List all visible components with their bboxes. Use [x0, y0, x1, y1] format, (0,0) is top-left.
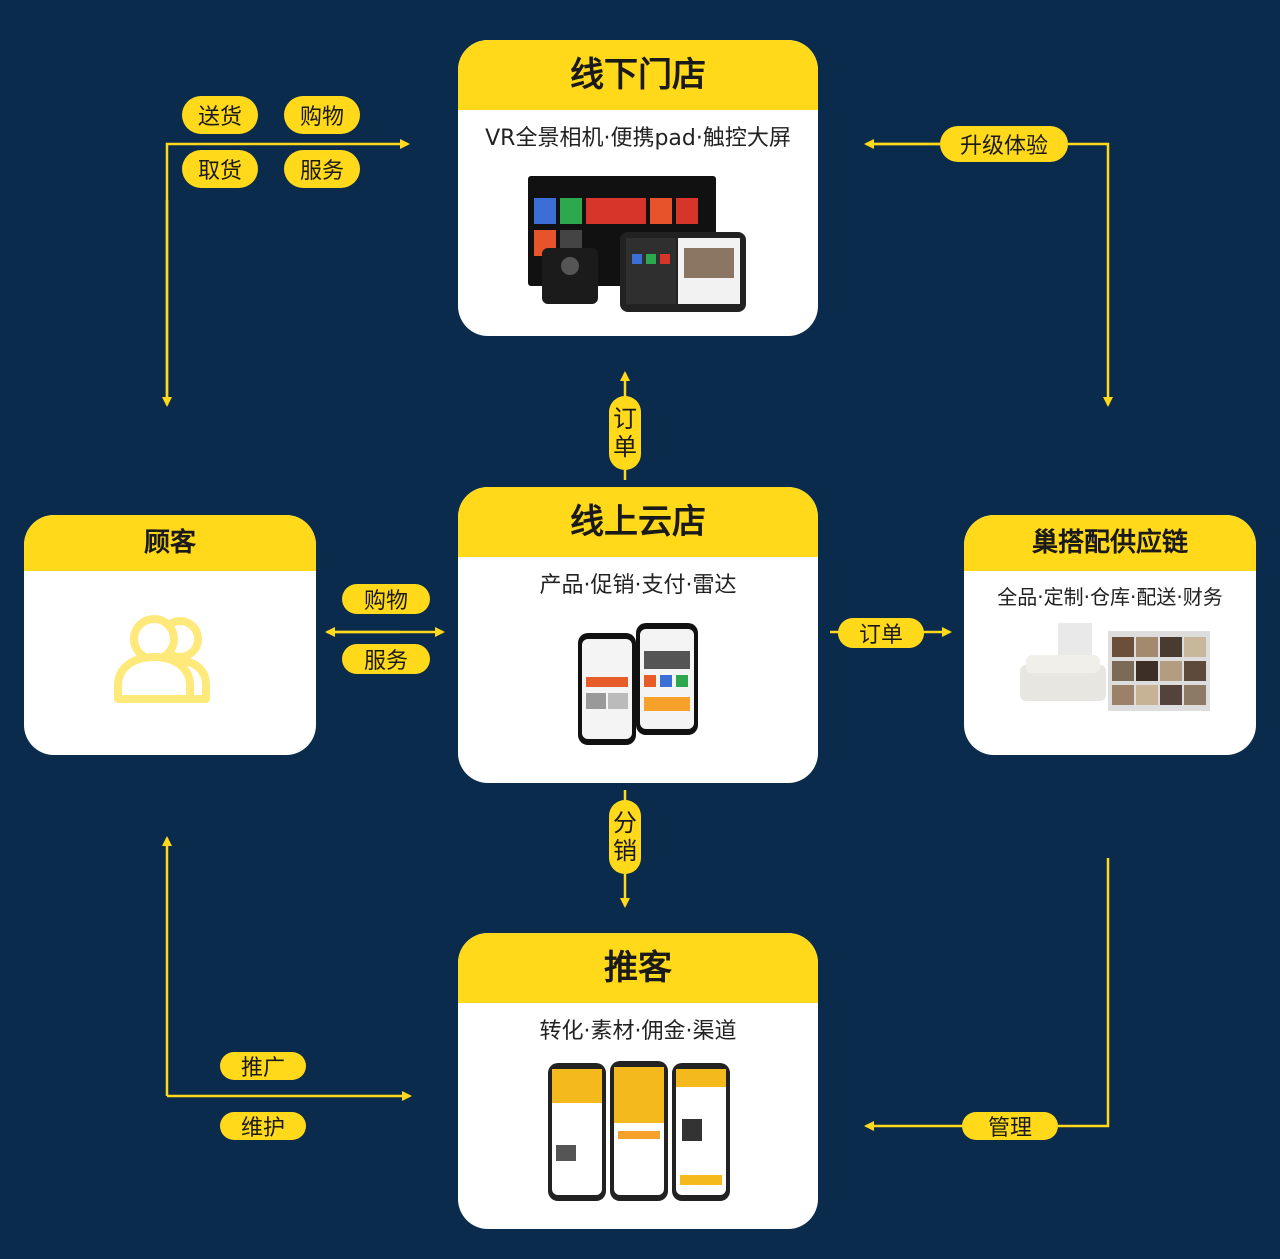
cloud-card: 线上云店 产品·促销·支付·雷达: [458, 487, 818, 783]
label-distribute-vertical: 分 销: [609, 800, 641, 874]
cloud-title: 线上云店: [458, 487, 818, 557]
label-order-v2: 单: [613, 433, 637, 461]
label-distribute-v2: 销: [613, 837, 637, 865]
label-order-v1: 订: [613, 405, 637, 433]
label-maintain: 维护: [220, 1112, 306, 1141]
label-promote: 推广: [220, 1052, 306, 1081]
label-deliver: 送货: [182, 96, 258, 134]
label-manage: 管理: [962, 1112, 1058, 1141]
cloud-subtitle: 产品·促销·支付·雷达: [539, 573, 737, 598]
promoter-title: 推客: [458, 933, 818, 1003]
label-order-vertical: 订 单: [609, 396, 641, 470]
label-service-top: 服务: [284, 150, 360, 188]
label-service-mid: 服务: [342, 644, 430, 674]
label-order-horizontal: 订单: [838, 618, 924, 648]
store-title: 线下门店: [458, 40, 818, 110]
store-card: 线下门店 VR全景相机·便携pad·触控大屏: [458, 40, 818, 336]
promoter-subtitle: 转化·素材·佣金·渠道: [539, 1019, 737, 1044]
customer-card: 顾客: [24, 515, 316, 755]
supply-card: 巢搭配供应链 全品·定制·仓库·配送·财务: [964, 515, 1256, 755]
store-subtitle: VR全景相机·便携pad·触控大屏: [485, 126, 791, 151]
label-shop-mid: 购物: [342, 584, 430, 614]
label-pickup: 取货: [182, 150, 258, 188]
cloud-phones-image: [576, 621, 700, 751]
users-icon: [112, 611, 222, 711]
arrow-store-supply: [868, 142, 1113, 407]
promoter-phones-image: [546, 1059, 732, 1205]
label-distribute-v1: 分: [613, 809, 637, 837]
arrow-supply-promoter: [864, 858, 1110, 1131]
supply-subtitle: 全品·定制·仓库·配送·财务: [997, 585, 1223, 609]
supply-products-image: [1018, 621, 1212, 721]
label-shop-top: 购物: [284, 96, 360, 134]
promoter-card: 推客 转化·素材·佣金·渠道: [458, 933, 818, 1229]
store-devices-image: [528, 176, 748, 312]
customer-title: 顾客: [24, 515, 316, 571]
supply-title: 巢搭配供应链: [964, 515, 1256, 571]
label-upgrade: 升级体验: [940, 126, 1068, 162]
